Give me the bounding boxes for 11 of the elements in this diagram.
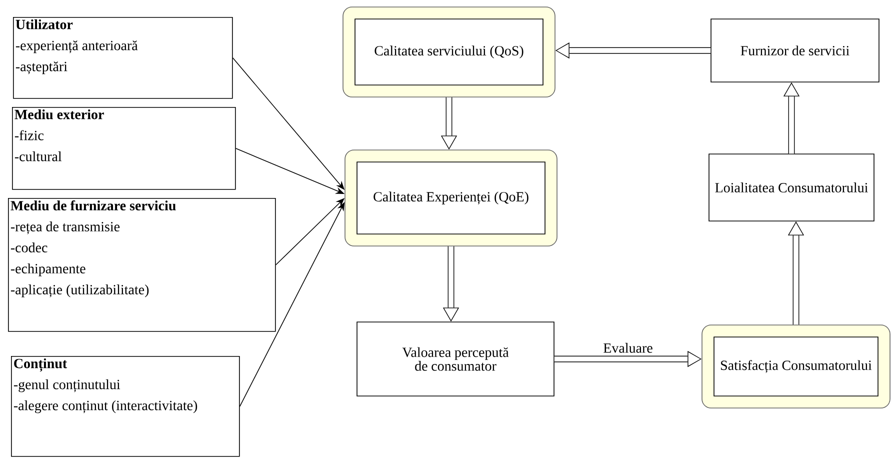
info-box: Utilizator -experiență anterioară -așteptări [13, 17, 233, 99]
info-box: Conținut -genul conținutului -alegere conținut (interactivitate) [11, 356, 240, 457]
process-box: Calitatea serviciului (QoS) [354, 18, 544, 86]
edge-label: Evaluare [602, 342, 654, 354]
process-box: Loialitatea Consumatorului [708, 154, 874, 222]
info-box: Mediu de furnizare serviciu -rețea de transmisie -codec -echipamente -aplicație (utilizabilitate) [8, 198, 276, 332]
process-box: Calitatea Experienței (QoE) [356, 162, 546, 234]
process-box: Satisfacția Consumatorului [714, 336, 878, 396]
process-box: Furnizor de servicii [710, 18, 880, 82]
info-box: Mediu exterior -fizic -cultural [12, 107, 236, 190]
process-box: Valoarea percepută de consumator [356, 322, 554, 396]
